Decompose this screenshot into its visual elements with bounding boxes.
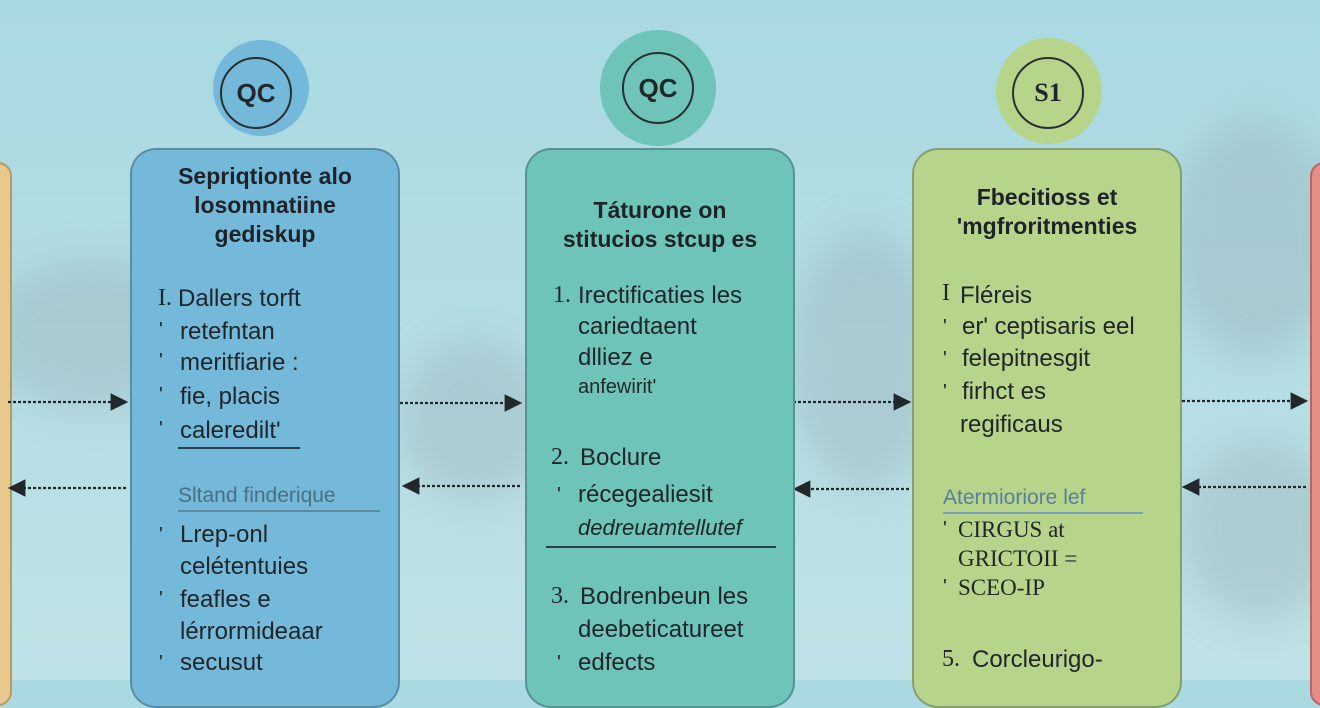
card-3-item: Corcleurigo- (972, 646, 1103, 673)
card-3-item-marker: ' (943, 576, 947, 598)
card-3-item: CIRGUS at (958, 517, 1065, 542)
card-2-item: dedreuamtellutef (578, 515, 742, 540)
card-1-title-line: Sepriqtionte alo (178, 163, 352, 189)
card-3 (912, 148, 1182, 708)
card-3-item: GRICTOII = (958, 546, 1078, 571)
card-1-item-marker: ' (159, 319, 163, 341)
card-3-item: Fléreis (960, 282, 1033, 309)
card-1-item: Lrep-onl (180, 521, 269, 548)
card-1-title-line: losomnatiine (194, 192, 336, 218)
card-1-item: Dallers torft (178, 285, 301, 312)
cloud-bottom-right (1180, 440, 1320, 620)
card-2-item: Irectificaties les (578, 282, 743, 309)
card-3-subheading-rule (943, 512, 1143, 514)
card-2-item-marker: ' (557, 484, 561, 506)
card-1-item: celétentuies (180, 553, 309, 580)
card-1-title-line: gediskup (214, 221, 316, 247)
card-2-item: dlliez e (578, 344, 653, 371)
card-1-item-marker: ' (159, 418, 163, 440)
card-1-item-marker: ' (159, 588, 163, 610)
card-1-item-marker: ' (159, 524, 163, 546)
card-1-item: secusut (180, 649, 263, 676)
card-3-subheading: Atermioriore lef (943, 486, 1086, 509)
card-2-item-marker: 3. (551, 583, 569, 609)
card-1-item-marker: I. (158, 285, 172, 311)
card-1-item: retefntan (180, 318, 275, 345)
card-2 (525, 148, 795, 708)
badge-icon-3: S1 (1012, 57, 1084, 129)
card-3-title-line: Fbecitioss et (976, 184, 1118, 210)
card-3-item-marker: ' (943, 316, 947, 338)
card-3-item: regificaus (960, 411, 1063, 438)
card-1-subheading: Sltand finderique (178, 484, 336, 507)
cloud-right (1170, 120, 1320, 360)
card-1-item-marker: ' (159, 350, 163, 372)
card-2-item-marker: 1. (553, 282, 571, 308)
card-2-title-line: Táturone on (593, 197, 727, 223)
card-3-item-marker: ' (943, 381, 947, 403)
card-3-item: felepitnesgit (962, 345, 1091, 372)
card-3-item: firhct es (962, 378, 1047, 405)
card-2-item: Boclure (580, 444, 662, 471)
card-2-item: anfewirit' (578, 376, 657, 398)
card-2-title-line: stitucios stcup es (562, 226, 758, 252)
card-3-item-marker: I (942, 280, 950, 306)
card-3-item-marker: ' (943, 348, 947, 370)
card-1-item: meritfiarie : (180, 349, 299, 376)
card-1-item: feafles e (180, 586, 271, 613)
card-3-item-marker: 5. (942, 646, 960, 672)
card-2-title: Táturone on stitucios stcup es (525, 196, 795, 254)
card-1-item-marker: ' (159, 652, 163, 674)
card-2-item: edfects (578, 649, 656, 676)
card-3-title-line: 'mgfroritmenties (956, 213, 1138, 239)
card-2-item: cariedtaent (578, 313, 697, 340)
card-1-underline (178, 447, 300, 449)
card-1-item: caleredilt' (180, 417, 281, 444)
card-2-item-marker: ' (557, 652, 561, 674)
card-2-item: récegealiesit (578, 481, 713, 508)
card-3-item-marker: ' (943, 518, 947, 540)
card-1-item-marker: ' (159, 384, 163, 406)
card-3-title: Fbecitioss et 'mgfroritmenties (912, 183, 1182, 241)
connector-arrows (7, 392, 1309, 498)
card-1-title: Sepriqtionte alo losomnatiine gediskup (130, 162, 400, 249)
card-3-item: er' ceptisaris eel (962, 313, 1135, 340)
card-2-item: Bodrenbeun les (580, 583, 749, 610)
card-3-item: SCEO-IP (958, 575, 1045, 600)
card-2-underline (546, 546, 776, 548)
card-2-item: deebeticatureet (578, 616, 744, 643)
badge-icon-2: QC (622, 52, 694, 124)
badge-icon-1: QC (220, 57, 292, 129)
card-2-item-marker: 2. (551, 444, 569, 470)
card-1 (130, 148, 400, 708)
card-1-subheading-rule (178, 510, 380, 512)
card-1-item: lérrormideaar (180, 618, 323, 645)
card-1-item: fie, placis (180, 383, 281, 410)
